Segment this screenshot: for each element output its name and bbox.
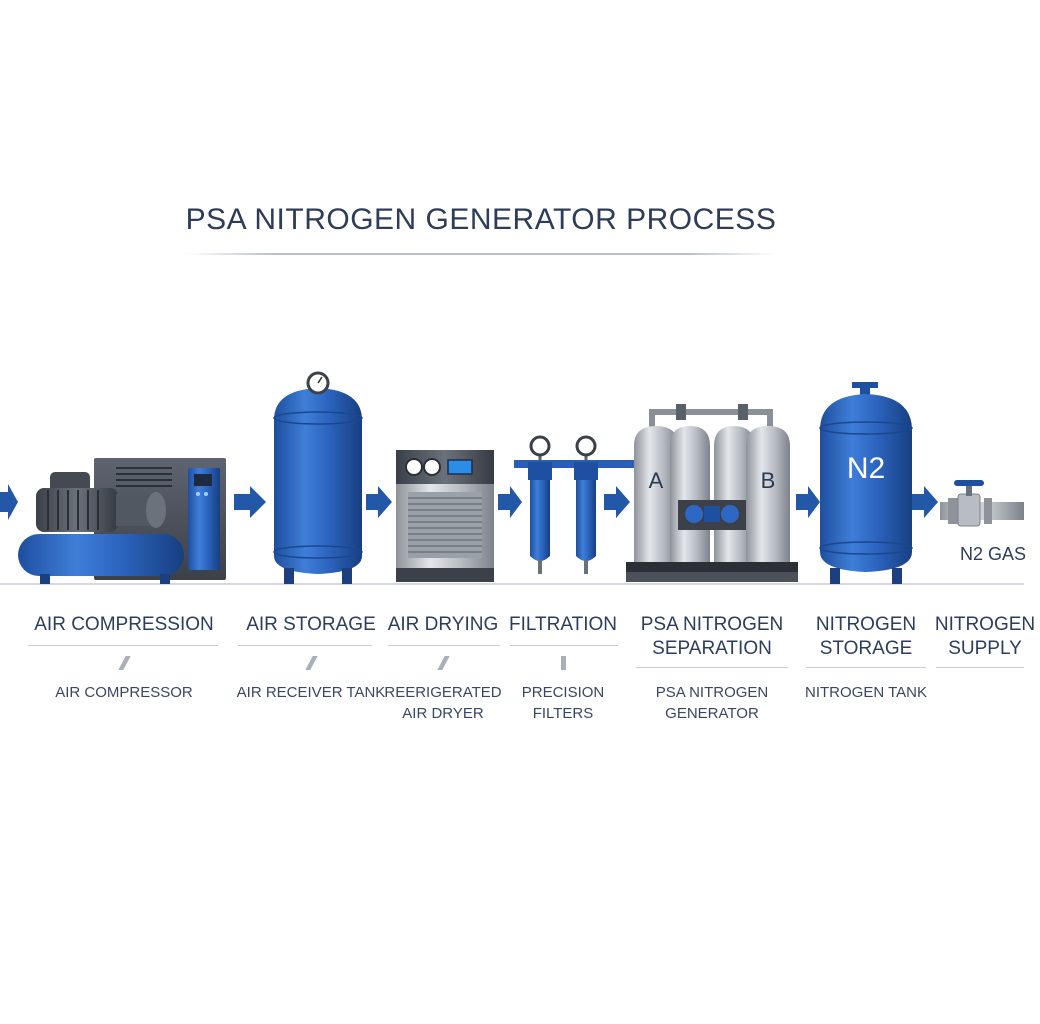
flow-arrow (0, 484, 18, 520)
flow-arrow (604, 486, 630, 518)
flow-arrow (366, 486, 392, 518)
stage-marker (118, 656, 131, 670)
pressure-gauge-icon (529, 435, 551, 457)
stage-equipment-name: AIR COMPRESSOR (55, 684, 193, 701)
flow-arrow (234, 486, 266, 518)
stage-divider (636, 667, 788, 668)
stage-title: FILTRATION (508, 614, 618, 635)
stage-marker (437, 656, 450, 670)
nitrogen-tank-illustration: N2 (819, 382, 913, 584)
stage-title: AIR COMPRESSION (34, 614, 214, 635)
stage-marker (305, 656, 318, 670)
stage-title: NITROGEN SUPPLY (934, 614, 1036, 659)
stage-equipment-name: AIR RECEIVER TANK (236, 684, 386, 701)
refrigerated-air-dryer-illustration (396, 450, 494, 582)
stage-equipment-name: PRECISION FILTERS (521, 684, 605, 722)
stage-divider (388, 645, 500, 646)
stage-divider (806, 667, 926, 668)
stage-equipment-name: PSA NITROGEN GENERATOR (655, 684, 769, 722)
stage-divider (238, 645, 372, 646)
stage-title: NITROGEN STORAGE (815, 614, 917, 659)
pressure-gauge-icon (575, 435, 597, 457)
stage-title: AIR STORAGE (246, 614, 376, 635)
flow-arrow (912, 486, 938, 518)
stage-title: PSA NITROGEN SEPARATION (640, 614, 784, 659)
stage-equipment-name: NITROGEN TANK (805, 684, 927, 701)
psa-nitrogen-generator-illustration: A B (626, 404, 798, 582)
stage-divider (28, 645, 218, 646)
page-title: PSA NITROGEN GENERATOR PROCESS (185, 203, 777, 236)
stage-title: AIR DRYING (387, 614, 499, 635)
process-equipment-illustration: A B N2 N2 GAS (0, 371, 1026, 585)
air-compressor-illustration (18, 458, 226, 584)
tower-a-label: A (649, 468, 664, 493)
n2-gas-label: N2 GAS (960, 544, 1026, 564)
stage-marker (561, 656, 566, 670)
tower-b-label: B (761, 468, 776, 493)
flow-arrow (498, 486, 522, 518)
stage-divider (510, 645, 618, 646)
flow-arrow (796, 486, 820, 518)
title-underline (186, 253, 776, 255)
nitrogen-supply-pipe-illustration: N2 GAS (940, 480, 1026, 564)
stage-divider (936, 667, 1024, 668)
stage-equipment-name: REERIGERATED AIR DRYER (384, 684, 502, 722)
air-receiver-tank-illustration (273, 371, 363, 584)
precision-filters-illustration (514, 435, 634, 574)
tank-n2-label: N2 (847, 452, 885, 485)
